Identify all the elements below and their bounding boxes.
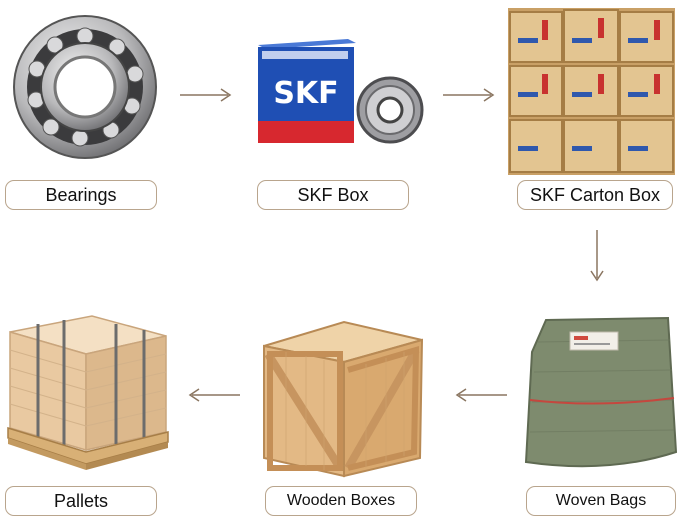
skf-box-image: SKF <box>258 39 424 144</box>
label-bearings: Bearings <box>5 180 157 210</box>
label-woven-bags: Woven Bags <box>526 486 676 516</box>
label-wooden-boxes: Wooden Boxes <box>265 486 417 516</box>
label-skf-carton-box: SKF Carton Box <box>517 180 673 210</box>
carton-boxes-image <box>508 8 675 175</box>
arrow-right-icon <box>180 88 232 102</box>
pallet-image <box>7 315 169 470</box>
label-skf-box: SKF Box <box>257 180 409 210</box>
bearing-image <box>13 15 157 159</box>
arrow-right-icon <box>443 88 495 102</box>
skf-logo-text: SKF <box>273 76 338 111</box>
label-pallets: Pallets <box>5 486 157 516</box>
arrow-left-icon <box>455 388 507 402</box>
arrow-left-icon <box>188 388 240 402</box>
arrow-down-icon <box>590 230 604 282</box>
woven-bag-image <box>524 316 678 468</box>
wooden-box-image <box>263 320 424 478</box>
